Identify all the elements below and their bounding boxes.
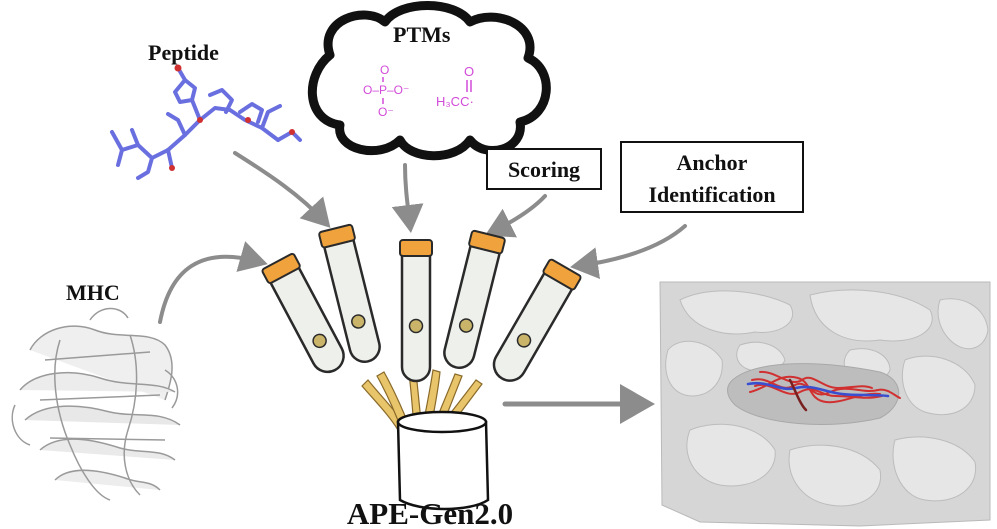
- phosphate-row: O–P–O⁻: [363, 83, 409, 97]
- peptide-label: Peptide: [148, 40, 219, 65]
- arrow-mhc: [158, 241, 268, 324]
- arrow-anchor: [570, 224, 687, 280]
- tube-4: [443, 229, 506, 369]
- tube-5: [492, 258, 582, 382]
- acetyl-group: O H₃CC·: [436, 64, 474, 109]
- anchor-label-line2: Identification: [648, 182, 775, 207]
- tube-2: [318, 223, 381, 363]
- acetyl-formula: H₃CC·: [436, 94, 474, 109]
- input-arrows: [158, 151, 687, 424]
- pose-dark: [788, 378, 808, 412]
- scoring-box: [486, 148, 602, 190]
- mhc-structure: [11, 307, 181, 501]
- anchor-label-line1: Anchor: [677, 150, 748, 175]
- tube-3: [399, 239, 433, 383]
- tube-1: [261, 253, 345, 374]
- anchor-box: [620, 141, 804, 213]
- phosphate-o-bottom: O⁻: [378, 105, 394, 119]
- acetyl-o: O: [464, 64, 474, 79]
- title-label: APE-Gen2.0: [347, 496, 513, 529]
- docked-peptide-poses: [746, 370, 901, 412]
- pose-red-4: [759, 370, 873, 389]
- pose-red-2: [754, 383, 883, 399]
- scoring-label: Scoring: [508, 157, 580, 182]
- cup: [396, 410, 490, 511]
- peptide-atoms: [169, 64, 295, 171]
- arrow-ptms: [391, 163, 424, 233]
- phosphate-o-top: O: [380, 63, 389, 77]
- ptms-cloud: [307, 1, 551, 161]
- ptms-label: PTMs: [393, 22, 451, 47]
- output-surface: [659, 281, 991, 527]
- peptide-structure: [110, 66, 302, 180]
- pose-blue: [746, 381, 890, 398]
- arrow-peptide: [233, 151, 331, 228]
- pose-red-3: [749, 375, 881, 404]
- mhc-label: MHC: [66, 280, 120, 305]
- arrow-scoring: [484, 194, 547, 238]
- phosphate-group: O O–P–O⁻ O⁻: [363, 63, 409, 119]
